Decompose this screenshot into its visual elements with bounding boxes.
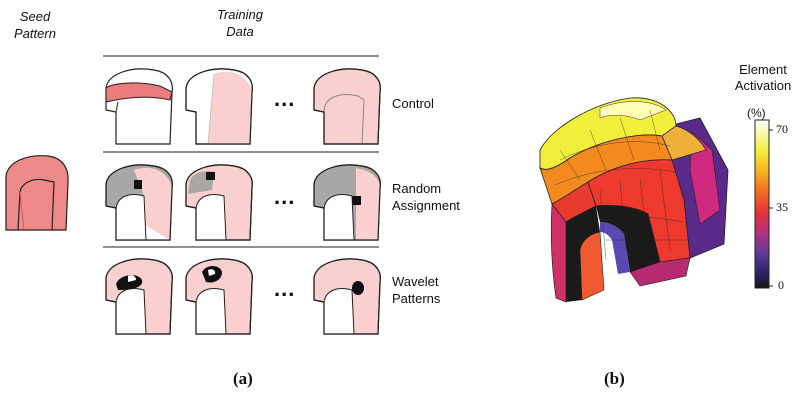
colorbar-tick-label-0: 0 xyxy=(778,278,784,292)
training-shape-control-3 xyxy=(313,68,381,145)
colorbar xyxy=(754,119,770,289)
row-label-random-assignment: Random Assignment xyxy=(392,180,460,214)
row-label-wavelet-patterns: Wavelet Patterns xyxy=(392,273,440,307)
ellipsis-row-2: ... xyxy=(274,184,296,209)
training-header-line2: Data xyxy=(226,24,254,39)
seed-header-line1: Seed xyxy=(19,9,51,24)
seed-header-line2: Pattern xyxy=(14,26,56,41)
ellipsis-row-3: ... xyxy=(274,276,296,301)
row-label-control-line1: Control xyxy=(392,96,434,111)
row-label-random-line2: Assignment xyxy=(392,198,460,213)
row-label-wavelet-line2: Patterns xyxy=(392,291,441,306)
colorbar-tick-label-35: 35 xyxy=(776,200,788,214)
colorbar-title: Element Activation xyxy=(726,62,800,94)
training-shape-control-2 xyxy=(185,68,253,145)
row-label-control: Control xyxy=(392,95,434,112)
colorbar-title-line1: Element xyxy=(739,62,787,77)
row-label-random-line1: Random xyxy=(392,181,442,196)
training-header-line1: Training xyxy=(216,7,263,22)
seed-pattern-shape xyxy=(5,155,69,231)
colorbar-title-line2: Activation xyxy=(734,78,792,93)
training-shape-wavelet-1 xyxy=(105,258,173,335)
training-shape-control-1 xyxy=(105,68,173,145)
colorbar-tick-label-70: 70 xyxy=(776,122,788,136)
seed-pattern-header: Seed Pattern xyxy=(6,8,64,42)
panel-b-caption: (b) xyxy=(604,369,625,388)
colorbar-unit: (%) xyxy=(747,106,766,120)
training-shape-random-2 xyxy=(185,164,253,241)
ellipsis-row-1: ... xyxy=(274,86,296,111)
activation-3d-model xyxy=(539,97,729,303)
training-data-header: Training Data xyxy=(205,6,275,40)
panel-a-caption: (a) xyxy=(233,369,253,388)
training-shape-wavelet-3 xyxy=(313,258,381,335)
training-shape-random-1 xyxy=(105,164,173,241)
row-label-wavelet-line1: Wavelet xyxy=(392,274,439,289)
training-shape-wavelet-2 xyxy=(185,258,253,335)
training-shape-random-3 xyxy=(313,164,381,241)
